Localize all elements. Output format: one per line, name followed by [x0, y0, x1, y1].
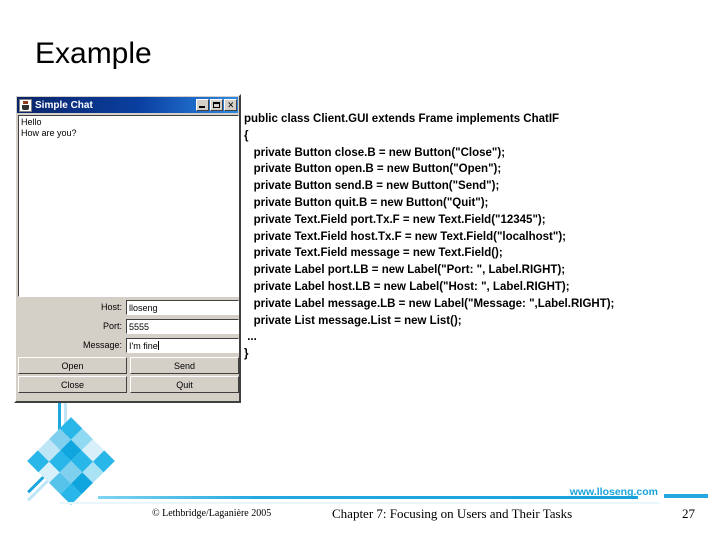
maximize-icon[interactable] [210, 99, 223, 111]
message-input[interactable]: I'm fine [126, 337, 239, 353]
code-line: private Text.Field host.Tx.F = new Text.… [244, 230, 566, 243]
deco-diamond [27, 417, 115, 505]
code-line: private List message.List = new List(); [244, 314, 462, 327]
footer-copyright: © Lethbridge/Laganière 2005 [152, 508, 272, 519]
deco-line-diagonal [27, 447, 74, 494]
port-label: Port: [102, 321, 122, 331]
code-line: ... [244, 331, 257, 344]
close-button[interactable]: Close [18, 376, 127, 393]
deco-square [60, 461, 82, 483]
deco-square [60, 417, 82, 440]
send-button[interactable]: Send [130, 357, 239, 374]
window-controls: ✕ [196, 99, 237, 111]
code-line: private Label message.LB = new Label("Me… [244, 297, 615, 310]
page-title: Example [35, 37, 152, 70]
message-row: Message: I'm fine [18, 337, 239, 353]
window-title: Simple Chat [35, 99, 93, 111]
open-button[interactable]: Open [18, 357, 127, 374]
deco-square [92, 450, 115, 472]
deco-square [81, 461, 104, 483]
deco-square [81, 439, 104, 461]
code-line: private Label host.LB = new Label("Host:… [244, 280, 570, 293]
quit-button[interactable]: Quit [130, 376, 239, 393]
footer-chapter: Chapter 7: Focusing on Users and Their T… [332, 506, 573, 521]
code-line: private Label port.LB = new Label("Port:… [244, 264, 566, 277]
code-line: public class Client.GUI extends Frame im… [244, 113, 560, 125]
host-label: Host: [100, 302, 122, 312]
code-line: private Text.Field message = new Text.Fi… [244, 247, 503, 260]
code-line: { [244, 129, 249, 142]
code-listing: public class Client.GUI extends Frame im… [244, 111, 710, 363]
simple-chat-window: Simple Chat ✕ Hello How are you? Host: l… [14, 94, 241, 403]
deco-square [71, 471, 93, 494]
host-input[interactable]: lloseng [126, 299, 239, 315]
host-row: Host: lloseng [18, 299, 239, 315]
chat-button-panel: Open Send Close Quit [18, 357, 239, 393]
deco-square [38, 461, 61, 483]
code-line: private Button quit.B = new Button("Quit… [244, 196, 489, 209]
deco-square [60, 439, 82, 461]
code-line: private Button open.B = new Button("Open… [244, 163, 502, 176]
message-list[interactable]: Hello How are you? [18, 115, 239, 297]
minimize-icon[interactable] [196, 99, 209, 111]
deco-square [71, 428, 93, 451]
deco-line-upper [58, 403, 61, 449]
window-titlebar[interactable]: Simple Chat ✕ [17, 97, 238, 113]
deco-line-diagonal-pale [27, 455, 74, 502]
close-icon[interactable]: ✕ [224, 99, 237, 111]
footer-rule [98, 496, 638, 499]
deco-line-upper-pale [64, 403, 67, 449]
site-url: www.lloseng.com [569, 486, 658, 498]
code-line: private Button close.B = new Button("Clo… [244, 146, 506, 159]
code-line: private Text.Field port.Tx.F = new Text.… [244, 213, 546, 226]
deco-square [49, 471, 71, 494]
list-item: How are you? [21, 128, 77, 138]
deco-square [38, 439, 61, 461]
code-line: } [244, 348, 249, 361]
port-input[interactable]: 5555 [126, 318, 239, 334]
code-line: private Button send.B = new Button("Send… [244, 180, 500, 193]
chat-form: Host: lloseng Port: 5555 Message: I'm fi… [18, 299, 239, 355]
deco-square [49, 450, 71, 472]
page-number: 27 [682, 506, 695, 521]
deco-square [49, 428, 71, 451]
footer-rule-secondary [60, 502, 660, 504]
url-dash [664, 494, 708, 498]
message-label: Message: [82, 340, 122, 350]
deco-square [27, 450, 50, 472]
port-row: Port: 5555 [18, 318, 239, 334]
list-item: Hello [21, 117, 42, 127]
deco-square [71, 450, 93, 472]
chat-app-icon [19, 98, 32, 112]
